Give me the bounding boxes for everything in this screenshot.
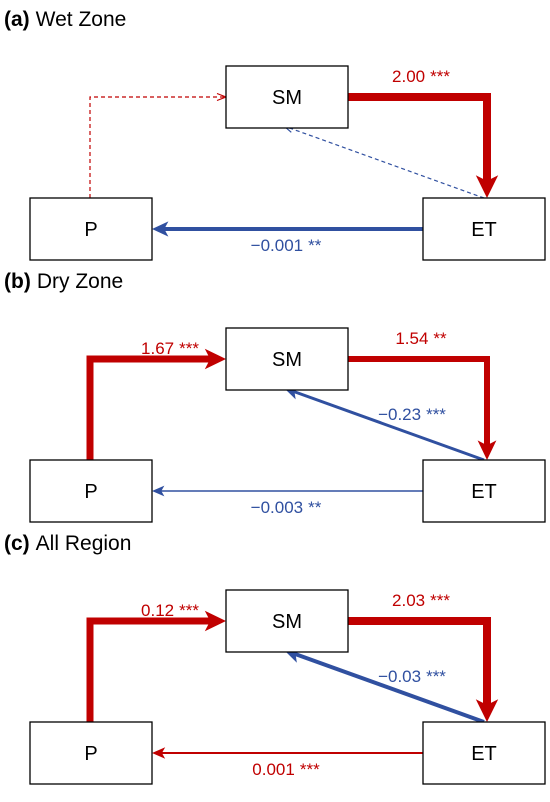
edge-line <box>348 93 491 183</box>
edge-line <box>348 617 491 707</box>
panel-1: (a) Wet Zone 2.00 *** −0.001 ** SM P ET <box>4 8 546 261</box>
coefficient-value: −0.03 <box>378 667 421 686</box>
edge-line <box>89 96 225 198</box>
coefficient-value: −0.001 <box>251 236 303 255</box>
significance-stars: *** <box>179 601 199 620</box>
node-p: P <box>29 197 153 261</box>
node-p: P <box>29 721 153 785</box>
node-label: ET <box>471 743 497 765</box>
significance-stars: ** <box>308 236 322 255</box>
edge-line <box>294 652 485 724</box>
node-label: P <box>84 481 97 503</box>
coefficient-value: 2.03 <box>392 591 425 610</box>
edge-line <box>86 617 212 722</box>
significance-stars: *** <box>426 667 446 686</box>
edge-coefficient: −0.23 *** <box>378 405 446 424</box>
edge-p-sm: 1.67 *** <box>86 339 226 460</box>
node-box <box>29 721 153 785</box>
node-label: P <box>84 743 97 765</box>
node-p: P <box>29 459 153 523</box>
edge-coefficient: 2.03 *** <box>392 591 450 610</box>
edge-coefficient: 2.00 *** <box>392 67 450 86</box>
coefficient-value: −0.23 <box>378 405 421 424</box>
edge-et-sm <box>282 125 485 199</box>
edge-et-sm: −0.03 *** <box>284 648 485 724</box>
node-sm: SM <box>225 65 349 129</box>
panel-3: (c)All Region0.12***2.03***−0.03***0.001… <box>4 532 546 785</box>
node-box <box>29 459 153 523</box>
coefficient-value: −0.003 <box>251 498 303 517</box>
node-box <box>422 197 546 261</box>
edge-sm-et: 2.00 *** <box>348 67 499 198</box>
edge-coefficient: 1.67 *** <box>141 339 199 358</box>
node-box <box>422 459 546 523</box>
panel-name: All Region <box>36 532 132 555</box>
node-sm: SM <box>225 589 349 653</box>
edge-coefficient: 0.001 *** <box>252 760 320 779</box>
node-box <box>29 197 153 261</box>
node-et: ET <box>422 721 546 785</box>
significance-stars: *** <box>426 405 446 424</box>
significance-stars: ** <box>433 329 447 348</box>
edge-line <box>293 390 485 462</box>
coefficient-value: 2.00 <box>392 67 425 86</box>
edge-sm-et: 1.54 ** <box>348 329 497 460</box>
panel-name: Wet Zone <box>36 8 127 31</box>
edge-line <box>348 356 490 447</box>
node-box <box>225 327 349 391</box>
edge-et-p: 0.001 *** <box>152 747 423 779</box>
panel-tag: (c) <box>4 532 30 555</box>
panel-title: (b) Dry Zone <box>4 270 123 293</box>
edge-p-sm <box>89 92 228 198</box>
node-sm: SM <box>225 327 349 391</box>
edge-coefficient: −0.001 ** <box>251 236 322 255</box>
edge-p-sm: 0.12 *** <box>86 601 226 722</box>
edge-coefficient: 1.54 ** <box>395 329 447 348</box>
node-box <box>225 65 349 129</box>
edge-coefficient: 0.12 *** <box>141 601 199 620</box>
panel-tag: (a) <box>4 8 30 31</box>
significance-stars: ** <box>308 498 322 517</box>
significance-stars: *** <box>430 67 450 86</box>
edge-et-p: −0.001 ** <box>152 221 423 255</box>
significance-stars: *** <box>179 339 199 358</box>
coefficient-value: 1.54 <box>395 329 428 348</box>
coefficient-value: 0.12 <box>141 601 174 620</box>
edge-et-sm: −0.23 *** <box>284 386 485 462</box>
panel-2: (b) Dry Zone 1.67 *** 1.54 ** −0.23 *** −0.003 **… <box>4 270 546 523</box>
edge-sm-et: 2.03 *** <box>348 591 499 722</box>
node-label: SM <box>272 611 302 633</box>
node-box <box>422 721 546 785</box>
coefficient-value: 0.001 <box>252 760 295 779</box>
edge-line <box>86 355 212 460</box>
node-label: SM <box>272 87 302 109</box>
node-box <box>225 589 349 653</box>
edge-coefficient: −0.003 ** <box>251 498 322 517</box>
significance-stars: *** <box>430 591 450 610</box>
panel-tag: (b) <box>4 270 31 293</box>
node-label: P <box>84 219 97 241</box>
edge-coefficient: −0.03 *** <box>378 667 446 686</box>
panel-name: Dry Zone <box>37 270 123 293</box>
node-label: SM <box>272 349 302 371</box>
panel-title: (a) Wet Zone <box>4 8 126 31</box>
significance-stars: *** <box>300 760 320 779</box>
node-et: ET <box>422 197 546 261</box>
edge-line <box>284 125 485 199</box>
coefficient-value: 1.67 <box>141 339 174 358</box>
node-et: ET <box>422 459 546 523</box>
node-label: ET <box>471 481 497 503</box>
edge-et-p: −0.003 ** <box>152 485 423 517</box>
panel-title: (c) All Region <box>4 532 131 555</box>
node-label: ET <box>471 219 497 241</box>
